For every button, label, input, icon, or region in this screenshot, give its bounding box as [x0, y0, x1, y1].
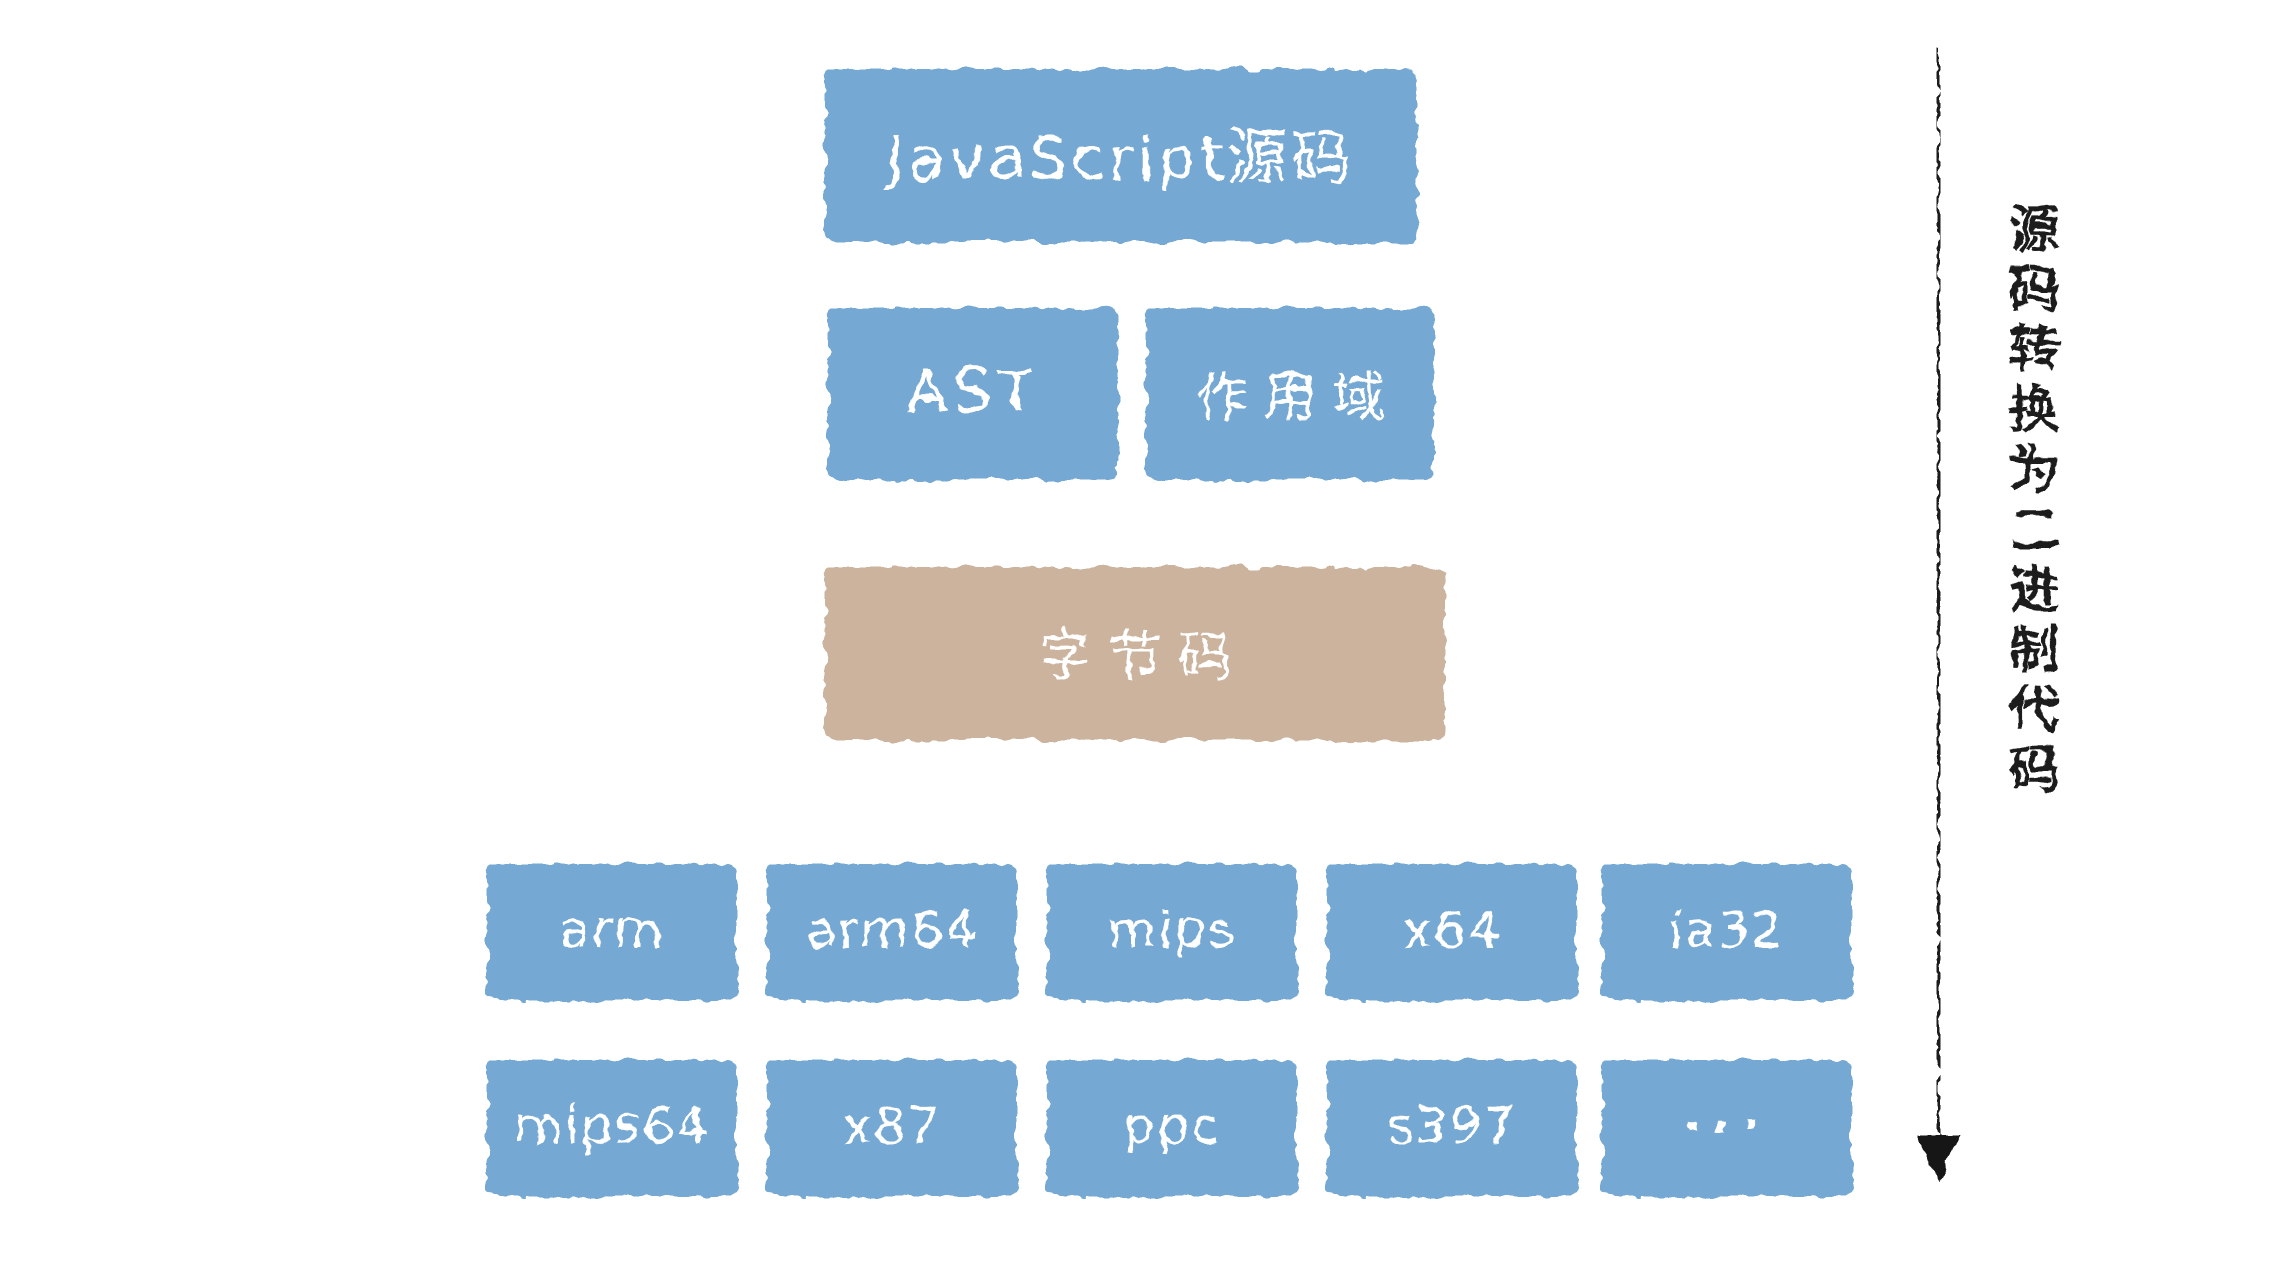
box-scope-label: 作用域: [1195, 365, 1399, 429]
box-ast-label: AST: [906, 357, 1040, 427]
box-arch-mips: mips: [1047, 864, 1297, 1000]
annotation-vertical-text: 源码转换为二进制代码: [2001, 203, 2059, 803]
box-javascript-source-label: JavaScript源码: [886, 124, 1356, 194]
box-arch-mips64-label: mips64: [513, 1097, 710, 1155]
box-arch-x87: x87: [767, 1060, 1017, 1196]
box-arch-ellipsis: ···: [1602, 1060, 1852, 1196]
box-arch-arm: arm: [487, 864, 737, 1000]
box-arch-mips64: mips64: [487, 1060, 737, 1196]
flow-arrow-down-head-icon: [1918, 1135, 1960, 1181]
box-arch-x64: x64: [1327, 864, 1577, 1000]
box-bytecode: 字节码: [825, 567, 1445, 740]
box-arch-arm64: arm64: [767, 864, 1017, 1000]
box-javascript-source: JavaScript源码: [825, 69, 1417, 242]
box-arch-ia32: ia32: [1602, 864, 1852, 1000]
box-bytecode-label: 字节码: [1038, 625, 1248, 688]
box-arch-x87-label: x87: [842, 1097, 942, 1155]
box-ast: AST: [828, 308, 1118, 480]
box-arch-arm64-label: arm64: [805, 901, 979, 959]
box-arch-arm-label: arm: [559, 901, 665, 959]
box-arch-ia32-label: ia32: [1668, 901, 1786, 959]
box-scope: 作用域: [1146, 308, 1434, 480]
box-arch-ppc: ppc: [1047, 1060, 1297, 1196]
box-arch-ellipsis-label: ···: [1683, 1100, 1771, 1152]
box-arch-ppc-label: ppc: [1123, 1097, 1221, 1155]
box-arch-s397-label: s397: [1387, 1097, 1517, 1155]
box-arch-s397: s397: [1327, 1060, 1577, 1196]
box-arch-mips-label: mips: [1107, 901, 1237, 959]
box-arch-x64-label: x64: [1402, 901, 1502, 959]
flow-arrow-line: [1937, 47, 1940, 1139]
